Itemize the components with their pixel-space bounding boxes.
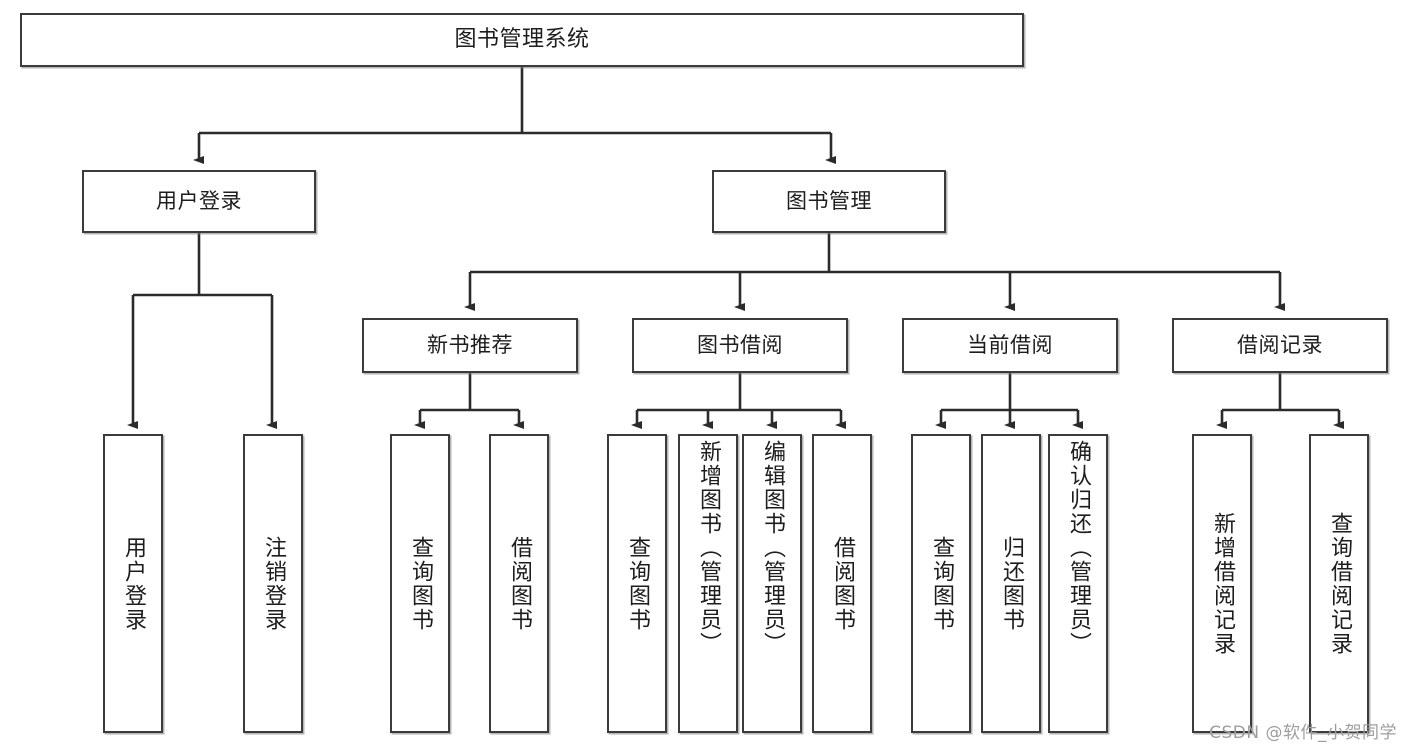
node-label: 图书管理系统 <box>454 27 590 53</box>
leaf-edit-book-admin[interactable]: 编辑图书（管理员） <box>742 434 802 733</box>
node-label: 编辑图书（管理员） <box>760 440 785 656</box>
leaf-add-borrow-record[interactable]: 新增借阅记录 <box>1192 434 1252 733</box>
leaf-user-login[interactable]: 用户登录 <box>103 434 163 733</box>
node-label: 查询图书 <box>929 535 954 632</box>
node-label: 当前借阅 <box>967 333 1053 358</box>
node-label: 用户登录 <box>121 535 146 632</box>
node-label: 图书借阅 <box>697 333 783 358</box>
node-label: 查询图书 <box>625 535 650 632</box>
node-label: 借阅记录 <box>1237 333 1323 358</box>
leaf-return-book[interactable]: 归还图书 <box>981 434 1041 733</box>
leaf-query-book-current[interactable]: 查询图书 <box>911 434 971 733</box>
node-user-login[interactable]: 用户登录 <box>82 170 316 233</box>
node-label: 查询图书 <box>408 535 433 632</box>
node-current-borrow[interactable]: 当前借阅 <box>902 318 1118 373</box>
node-label: 用户登录 <box>156 189 242 214</box>
node-label: 归还图书 <box>999 535 1024 632</box>
leaf-borrow-book-borrow[interactable]: 借阅图书 <box>812 434 872 733</box>
node-label: 查询借阅记录 <box>1327 511 1352 656</box>
leaf-query-book-borrow[interactable]: 查询图书 <box>607 434 667 733</box>
watermark: CSDN @软件_小贺同学 <box>1209 723 1397 743</box>
node-label: 图书管理 <box>786 189 872 214</box>
node-label: 注销登录 <box>261 535 286 632</box>
node-label: 新增借阅记录 <box>1210 511 1235 656</box>
node-label: 新增图书（管理员） <box>696 440 721 656</box>
node-book-borrow[interactable]: 图书借阅 <box>632 318 848 373</box>
leaf-borrow-book-new-recommend[interactable]: 借阅图书 <box>489 434 549 733</box>
leaf-add-book-admin[interactable]: 新增图书（管理员） <box>678 434 738 733</box>
node-label: 借阅图书 <box>507 535 532 632</box>
leaf-logout-login[interactable]: 注销登录 <box>243 434 303 733</box>
node-root-book-management-system[interactable]: 图书管理系统 <box>20 13 1024 67</box>
node-new-book-recommend[interactable]: 新书推荐 <box>362 318 578 373</box>
node-book-management[interactable]: 图书管理 <box>712 170 946 233</box>
leaf-query-borrow-record[interactable]: 查询借阅记录 <box>1309 434 1369 733</box>
leaf-confirm-return-admin[interactable]: 确认归还（管理员） <box>1048 434 1108 733</box>
node-label: 确认归还（管理员） <box>1066 440 1091 656</box>
leaf-query-book-new-recommend[interactable]: 查询图书 <box>390 434 450 733</box>
node-label: 借阅图书 <box>830 535 855 632</box>
node-borrow-record[interactable]: 借阅记录 <box>1172 318 1388 373</box>
node-label: 新书推荐 <box>427 333 513 358</box>
